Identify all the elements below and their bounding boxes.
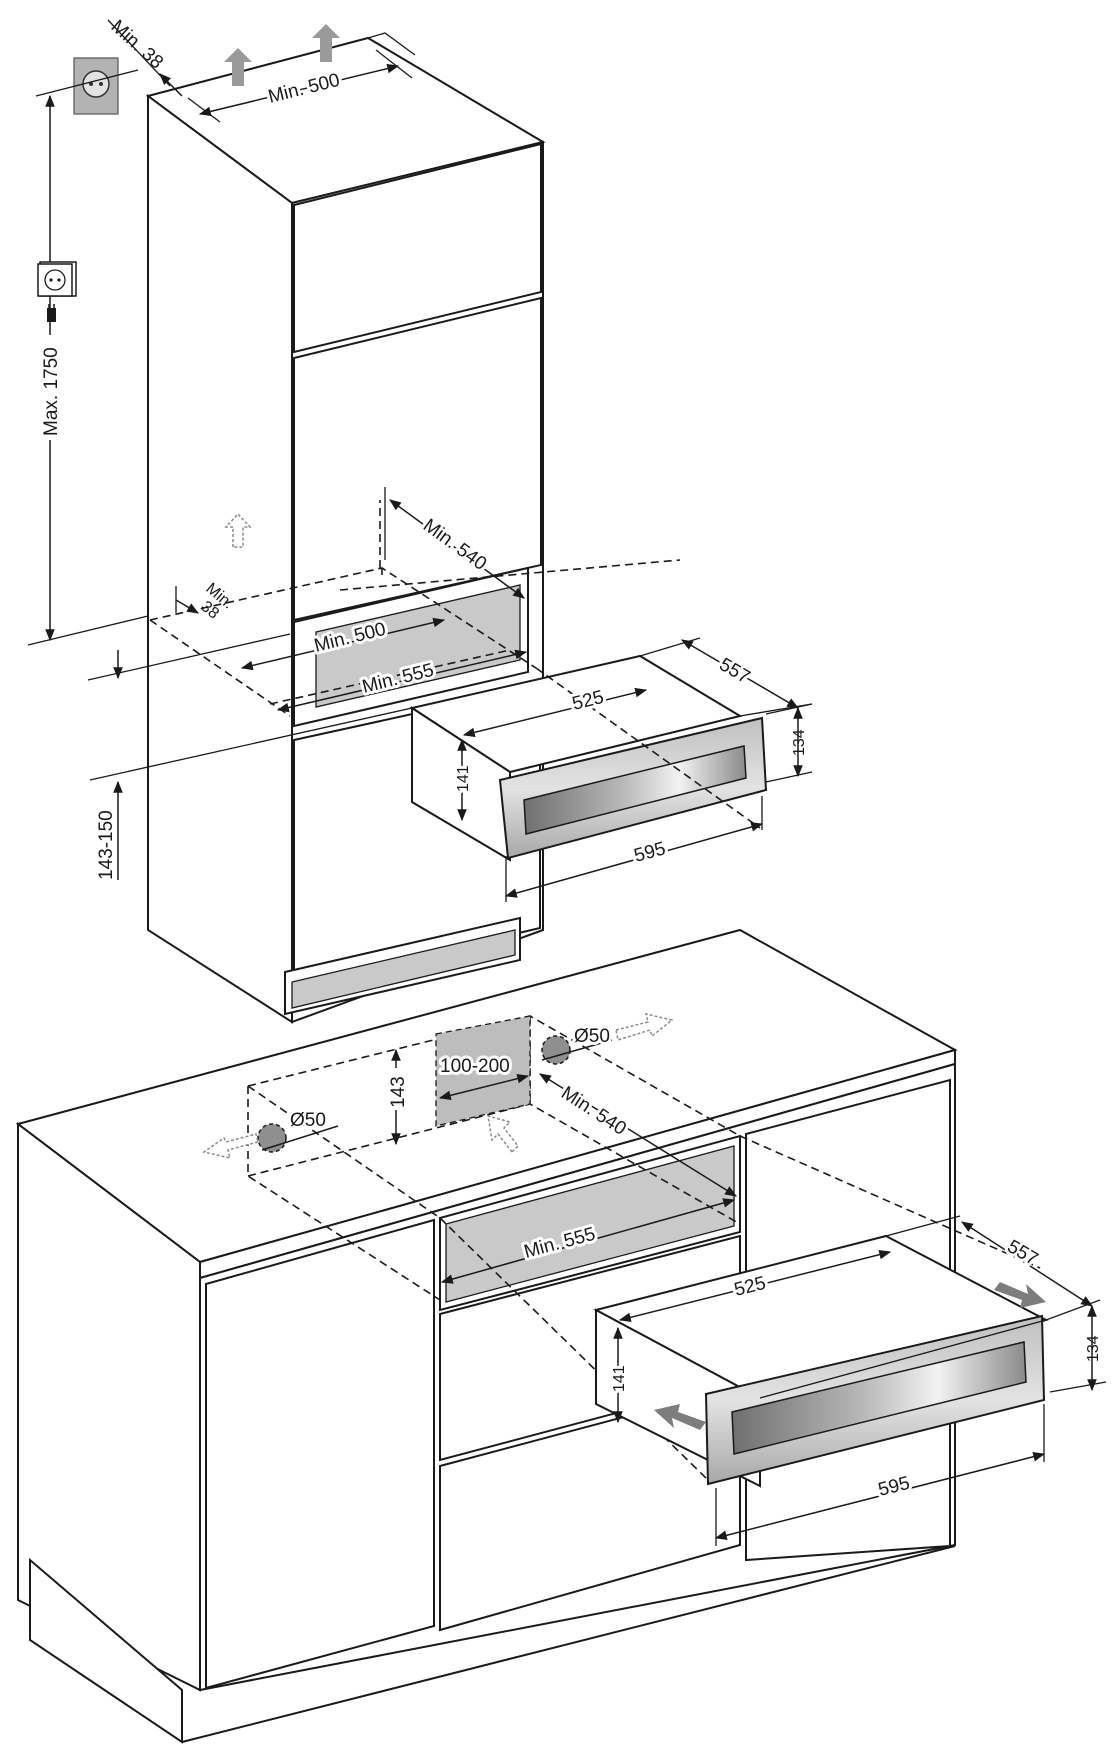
- max-1750-label: Max. 1750: [41, 347, 62, 436]
- drawer-134-top-dimension: 134: [765, 703, 813, 783]
- wall-socket-icon: [73, 57, 119, 115]
- drawer-134-base-dimension: 134: [1049, 1304, 1107, 1393]
- drawer-141-base-dimension: 141: [608, 1326, 631, 1424]
- drawer-134-base-label: 134: [1085, 1335, 1102, 1362]
- airflow-up-arrow-icon: [487, 1114, 519, 1154]
- depth-143-label: 143: [388, 1076, 409, 1108]
- drawer-141-top-dimension: 141: [452, 738, 475, 822]
- opening-100-200-dimension: 100-200: [437, 1053, 530, 1154]
- vent-hole-left: Ø50: [202, 1107, 339, 1160]
- plug-icon: [47, 304, 56, 322]
- push-arrow-icon: [654, 1404, 706, 1430]
- opening-100-200-label: 100-200: [440, 1056, 510, 1077]
- depth-143-dimension: 143: [386, 1048, 409, 1146]
- tall-cabinet: [145, 32, 546, 1024]
- drawer-595-top-label: 595: [632, 838, 668, 866]
- drawer-141-top-label: 141: [455, 765, 472, 792]
- vent-diameter-left-label: Ø50: [290, 1110, 326, 1131]
- drawer-557-base-label: 557: [1004, 1236, 1042, 1270]
- airflow-up-arrow-icon: [312, 24, 340, 62]
- warming-drawer-base: [439, 1135, 1049, 1488]
- vent-diameter-right-label: Ø50: [574, 1026, 610, 1047]
- vent-hole-right: Ø50: [541, 1012, 674, 1065]
- drawer-141-base-label: 141: [611, 1365, 628, 1392]
- airflow-out-arrow-icon: [202, 1133, 259, 1160]
- drawer-557-top-label: 557: [716, 654, 754, 688]
- height-143-150-label: 143-150: [96, 810, 117, 880]
- airflow-up-arrow-icon: [224, 512, 252, 548]
- socket-symbol-icon: [37, 263, 73, 297]
- airflow-out-arrow-icon: [615, 1012, 674, 1041]
- height-143-150-dimension: 143-150: [87, 633, 413, 880]
- drawer-134-top-label: 134: [791, 729, 808, 756]
- max-1750-dimension: Max. 1750: [27, 94, 149, 646]
